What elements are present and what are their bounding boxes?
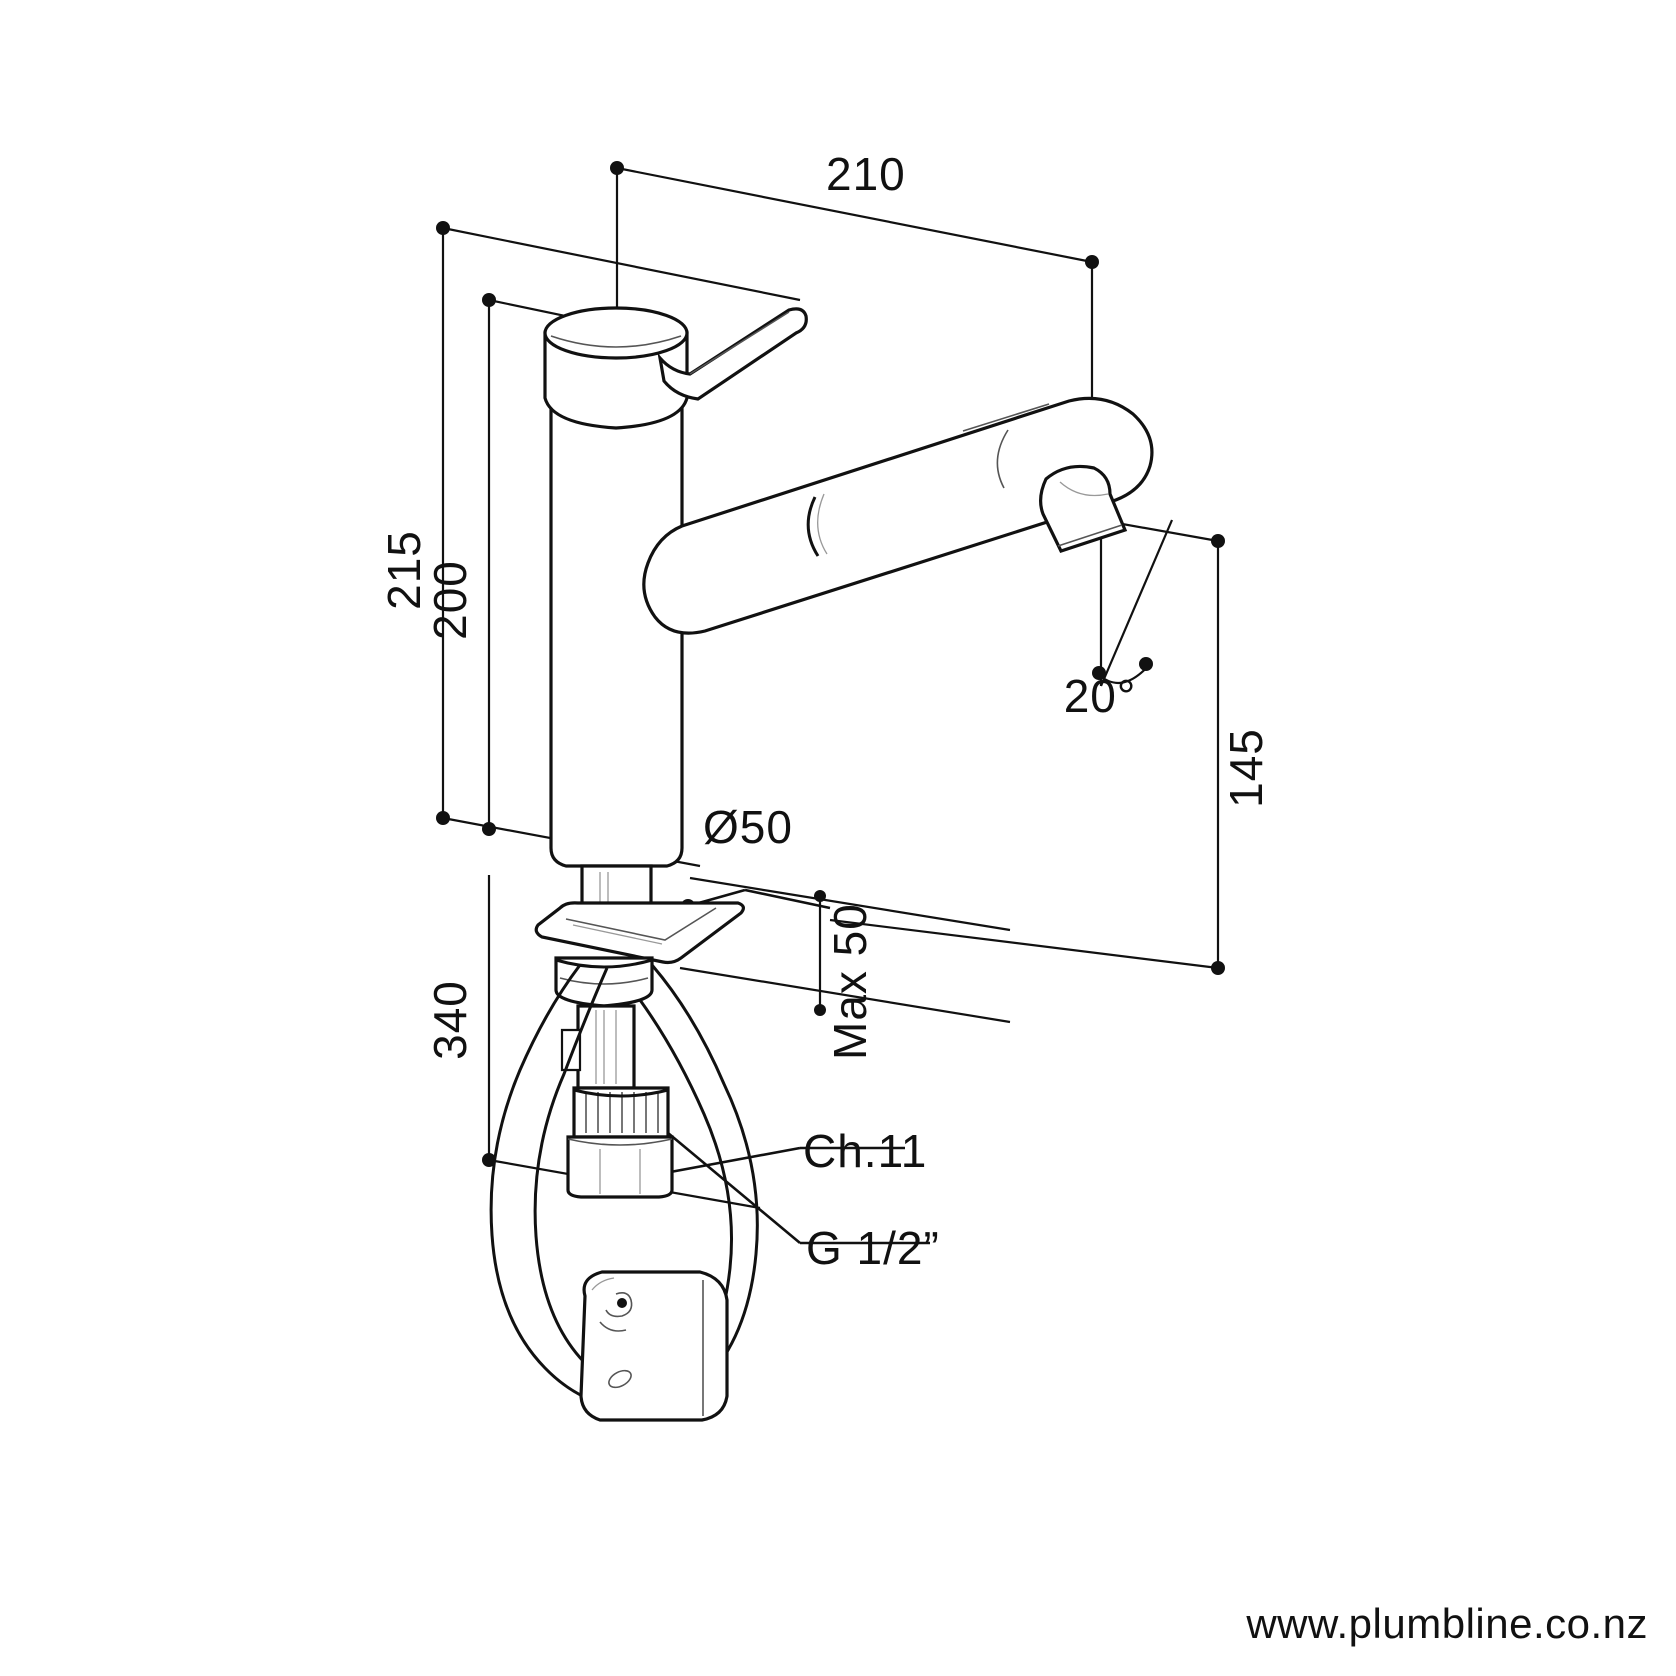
mounting-plate	[534, 901, 745, 965]
hex-nut	[566, 1135, 674, 1199]
callout-label-thread: G 1/2”	[806, 1222, 940, 1274]
lever-handle	[657, 307, 808, 401]
callout-label-ch11: Ch.11	[803, 1125, 927, 1177]
knurled-coupling	[572, 1086, 670, 1139]
spout-outlet	[1039, 464, 1128, 553]
dim-label-145: 145	[1220, 728, 1272, 808]
tail-side-fitting	[560, 1028, 582, 1072]
tap-body-column	[549, 393, 684, 868]
dimension-labels: 210 215 200 340 145 Max 50 Ø50 20° Ch.11…	[378, 148, 1272, 1274]
dim-label-200: 200	[424, 560, 476, 640]
dim-label-210: 210	[826, 148, 906, 200]
dim-label-215: 215	[378, 530, 430, 610]
lock-nut	[554, 956, 654, 1008]
dim-label-max-50: Max 50	[824, 903, 876, 1060]
website-watermark: www.plumbline.co.nz	[1245, 1600, 1648, 1647]
handle-cap	[543, 306, 689, 430]
tap-assembly	[489, 306, 1154, 1422]
dim-label-340: 340	[424, 980, 476, 1060]
dim-label-20-degrees: 20°	[1064, 670, 1137, 722]
dim-label-diameter-50: Ø50	[703, 801, 793, 853]
hose-weight	[579, 1270, 729, 1422]
